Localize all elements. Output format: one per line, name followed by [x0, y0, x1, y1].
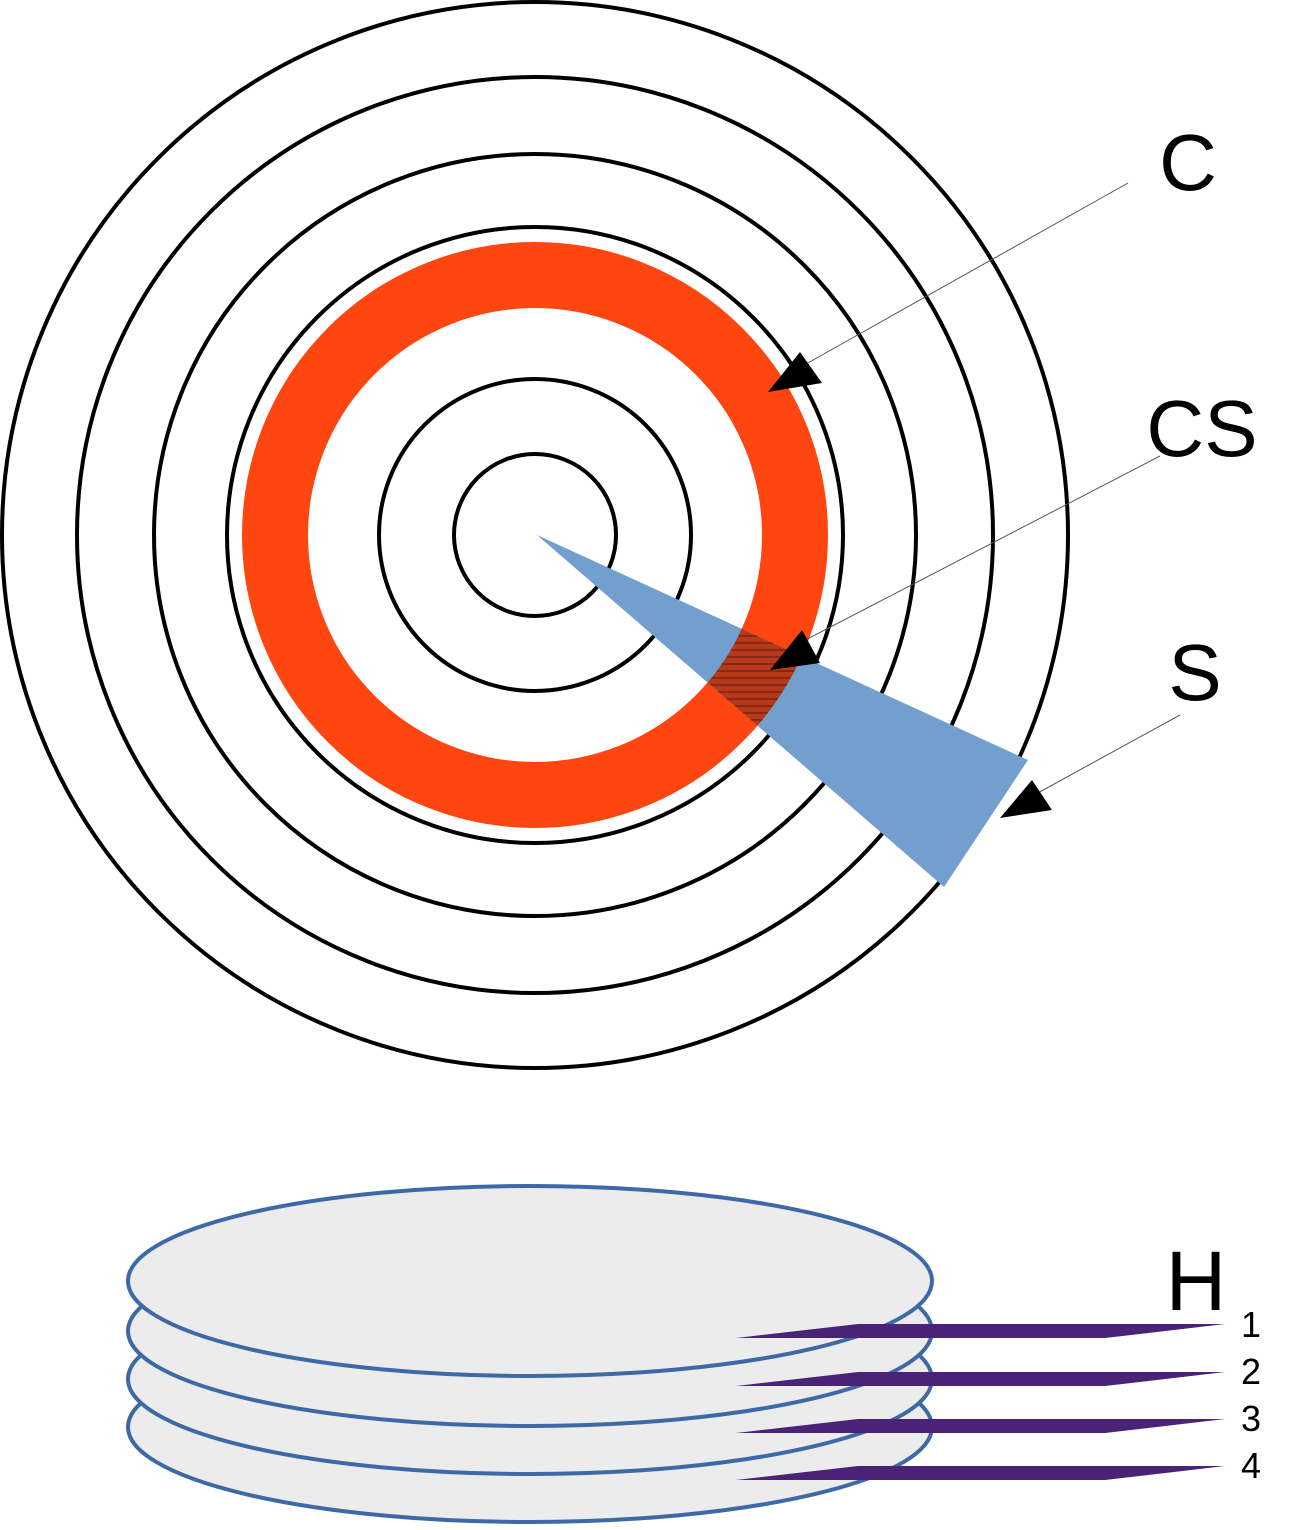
label-sector: S [1168, 628, 1221, 717]
head-arm-1 [736, 1324, 1225, 1338]
label-cylinder-sector: CS [1146, 384, 1257, 473]
head-number-2: 2 [1241, 1351, 1261, 1392]
arrow-head-icon [1000, 780, 1052, 818]
track-ring-1 [0, 0, 1070, 1070]
head-number-3: 3 [1241, 1398, 1261, 1439]
platter-1 [126, 1184, 934, 1378]
head-arm-3 [736, 1419, 1225, 1433]
pointer-line-c [789, 182, 1129, 374]
head-arms [736, 1324, 1225, 1480]
head-number-1: 1 [1241, 1304, 1261, 1345]
label-heads: H [1166, 1234, 1227, 1328]
platter-stack [126, 1184, 934, 1524]
platter-top-view [0, 0, 1070, 1070]
track-ring-4 [225, 225, 845, 845]
head-arm-2 [736, 1372, 1225, 1386]
label-cylinder: C [1159, 118, 1217, 207]
track-ring-3 [152, 152, 918, 918]
track-ring-5 [377, 377, 693, 693]
arrow-head-icon [770, 630, 820, 670]
head-arm-4 [736, 1466, 1225, 1480]
pointer-line-cs [789, 455, 1161, 649]
head-number-4: 4 [1241, 1445, 1261, 1486]
sector-wedge [537, 535, 1028, 887]
pointers [768, 182, 1181, 818]
pointer-line-s [1024, 714, 1181, 801]
cylinder-band [242, 242, 828, 828]
arrow-head-icon [768, 352, 822, 392]
track-ring-2 [75, 75, 995, 995]
track-ring-6 [452, 452, 618, 618]
